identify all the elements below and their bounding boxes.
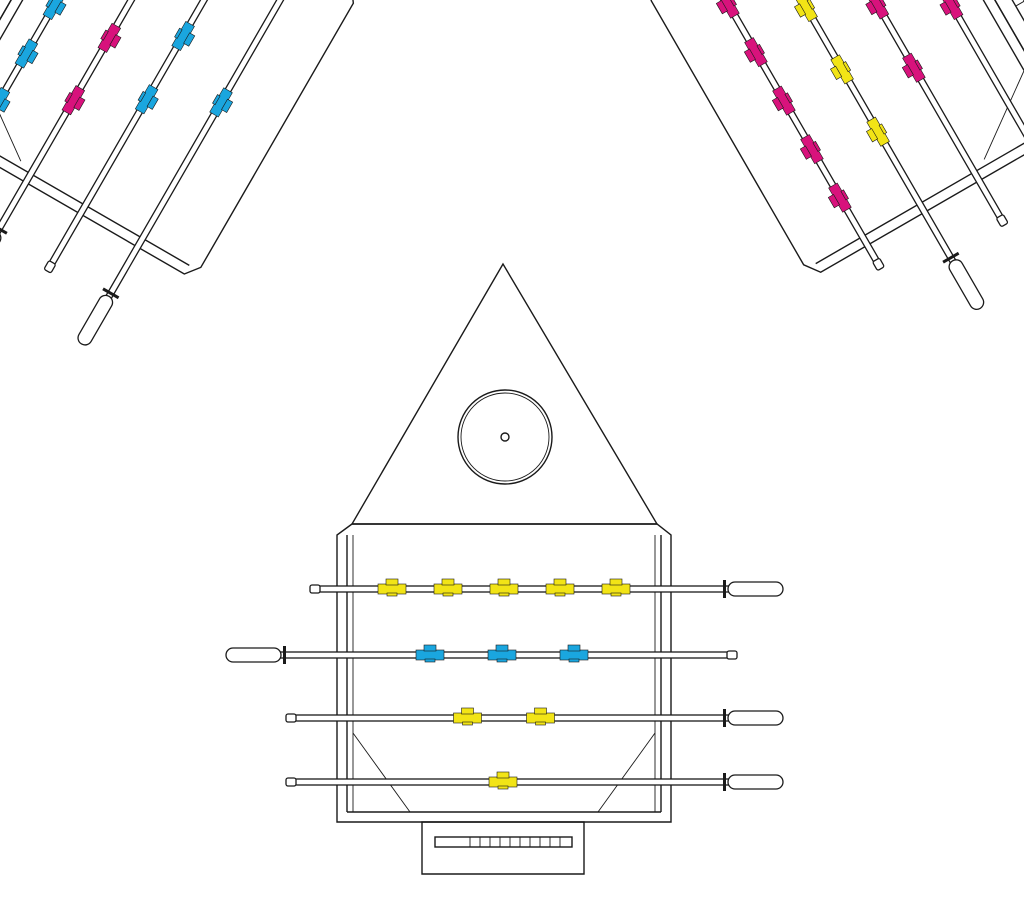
rod[interactable]	[285, 707, 784, 727]
player-figure	[488, 771, 518, 790]
player-figure	[827, 182, 852, 213]
center-hole	[500, 432, 510, 442]
rod-handle[interactable]	[75, 293, 115, 348]
player-figure	[487, 644, 517, 663]
player-figure	[453, 707, 482, 726]
rod-bumper	[102, 287, 120, 300]
rod-end-cap	[285, 713, 297, 723]
rod-bumper	[942, 251, 960, 264]
rod-shaft	[725, 0, 980, 304]
rod-bumper	[0, 223, 8, 235]
rod-bumper	[723, 709, 726, 727]
rod[interactable]	[309, 578, 784, 598]
player-figure	[901, 52, 926, 83]
center-ball-dish	[457, 389, 553, 485]
rod[interactable]	[285, 771, 784, 791]
rod-end-cap	[309, 584, 321, 594]
rod-end-cap	[996, 214, 1009, 227]
rod-handle[interactable]	[727, 710, 784, 726]
player-figure	[866, 116, 890, 147]
center-triangle	[350, 262, 659, 525]
rod[interactable]	[748, 0, 1013, 230]
rod[interactable]	[716, 0, 988, 313]
player-figure	[865, 0, 890, 20]
player-figure	[743, 37, 768, 68]
player-figure	[559, 644, 589, 663]
player-figure	[830, 54, 854, 85]
rod-handle[interactable]	[225, 647, 282, 663]
player-figure	[715, 0, 740, 19]
rod-bumper	[283, 646, 286, 664]
rod-handle[interactable]	[947, 257, 987, 312]
player-figure	[14, 38, 39, 69]
rod-bumper	[723, 773, 726, 791]
bottom-score-counter	[434, 836, 573, 848]
rod-end-cap	[872, 258, 885, 271]
rod[interactable]	[40, 0, 312, 276]
player-figure	[134, 84, 159, 115]
player-figure	[794, 0, 818, 23]
player-figure	[545, 578, 575, 597]
rod[interactable]	[636, 0, 889, 274]
player-figure	[415, 644, 445, 663]
rod-end-cap	[44, 260, 56, 274]
rod-shaft	[812, 0, 1024, 189]
rod-bumper	[723, 580, 726, 598]
bottom-goal-box	[421, 821, 585, 875]
rod-shaft	[82, 0, 318, 340]
rod[interactable]	[225, 644, 738, 664]
rod-handle[interactable]	[0, 228, 3, 283]
rod-end-cap	[285, 777, 297, 787]
rod-shaft	[233, 651, 730, 659]
rod-shaft	[293, 778, 776, 786]
rod-end-cap	[726, 650, 738, 660]
right-table-rods	[636, 0, 1024, 313]
player-figure	[799, 134, 824, 165]
player-figure	[171, 20, 196, 52]
player-figure	[526, 707, 555, 726]
rod-handle[interactable]	[727, 774, 784, 790]
player-figure	[601, 578, 631, 597]
rod-shaft	[0, 0, 218, 275]
player-figure	[939, 0, 964, 21]
player-figure	[0, 86, 11, 118]
bottom-table	[336, 523, 672, 875]
rod[interactable]	[74, 0, 327, 349]
player-figure	[61, 85, 86, 116]
player-figure	[209, 87, 234, 118]
player-figure	[433, 578, 463, 597]
rod[interactable]	[0, 0, 172, 252]
right-table	[650, 0, 1024, 274]
rods-layer	[0, 0, 1024, 791]
player-figure	[377, 578, 407, 597]
player-figure	[489, 578, 519, 597]
rod-shaft	[0, 0, 163, 243]
left-table	[0, 0, 355, 275]
rod[interactable]	[803, 0, 1024, 198]
rod[interactable]	[0, 0, 227, 284]
rod-shaft	[644, 0, 881, 265]
player-figure	[771, 85, 796, 116]
player-figure	[97, 22, 122, 53]
rod-handle[interactable]	[727, 581, 784, 597]
bottom-table-rods	[225, 578, 784, 791]
left-table-rods	[0, 0, 327, 349]
player-figure	[42, 0, 67, 21]
